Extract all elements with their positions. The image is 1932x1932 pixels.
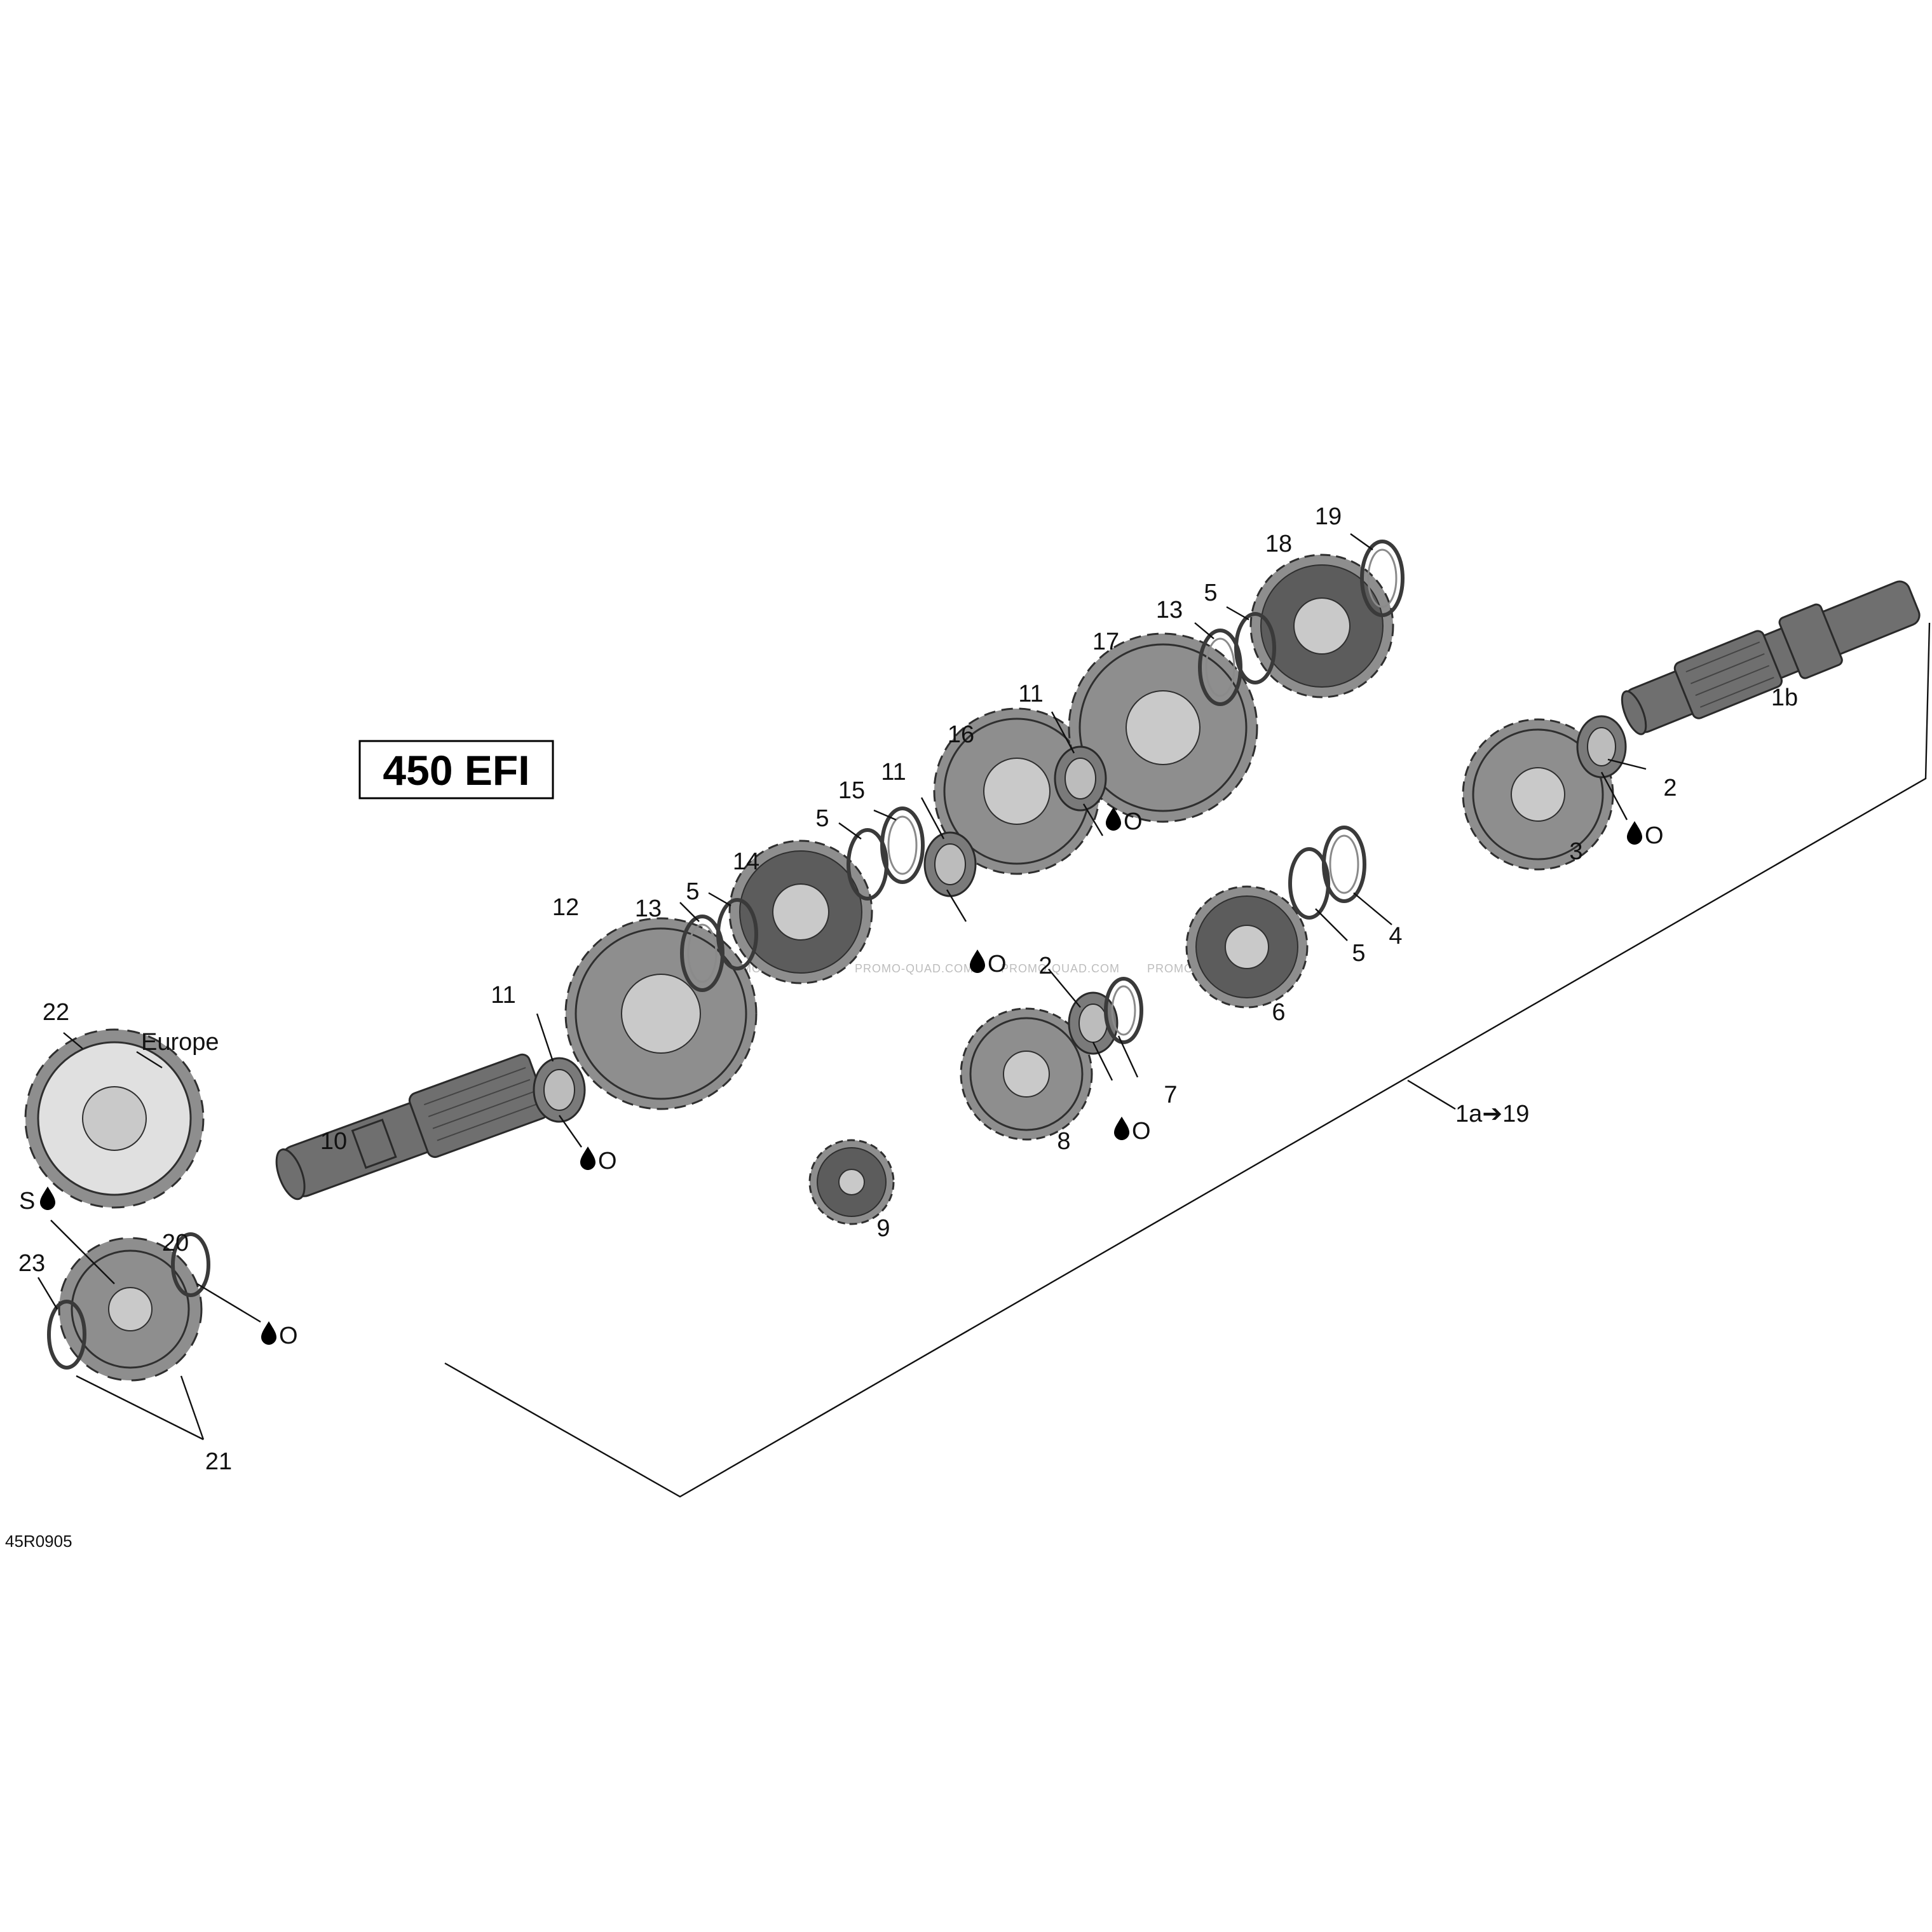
gear-18: [1249, 554, 1394, 698]
label-4: 4: [1389, 923, 1402, 949]
label-2-right: 2: [1663, 775, 1677, 801]
oil-marker-3: O: [1106, 807, 1143, 835]
oil-drop-icon: [40, 1187, 55, 1210]
label-kit: 1a➔19: [1455, 1101, 1529, 1127]
gear-16: [933, 707, 1101, 875]
oil-drop-icon: [1627, 821, 1642, 845]
gear-8: [960, 1007, 1093, 1141]
washer-20: [171, 1232, 210, 1297]
leader-lines: [37, 533, 1647, 1441]
label-10: 10: [320, 1128, 347, 1155]
washer-15: [880, 806, 925, 884]
label-18: 18: [1265, 531, 1292, 557]
gear-9: [808, 1139, 895, 1225]
label-7: 7: [1164, 1082, 1177, 1108]
label-5-upper: 5: [1204, 580, 1217, 606]
gear-14: [728, 840, 873, 984]
svg-text:O: O: [1645, 822, 1664, 849]
oil-marker-2: O: [970, 949, 1007, 977]
label-22: 22: [43, 999, 69, 1026]
sprocket-21: [58, 1237, 203, 1382]
label-12: 12: [552, 894, 579, 921]
label-3: 3: [1569, 838, 1582, 865]
label-16: 16: [948, 721, 974, 748]
label-11-middle: 11: [881, 759, 906, 786]
label-14: 14: [733, 848, 759, 875]
gear-6: [1185, 885, 1309, 1009]
bushing-11-lower: [533, 1057, 586, 1123]
circlip-5-lower: [716, 898, 758, 970]
label-21: 21: [205, 1448, 232, 1475]
svg-text:O: O: [988, 951, 1007, 977]
sealant-marker: S: [19, 1187, 55, 1214]
bushing-11-middle: [923, 831, 977, 897]
washer-19: [1360, 540, 1405, 617]
label-2-center: 2: [1038, 953, 1052, 979]
label-8: 8: [1057, 1128, 1070, 1155]
label-13-lower: 13: [635, 895, 662, 922]
svg-text:O: O: [598, 1148, 617, 1174]
washer-7: [1104, 977, 1143, 1044]
gear-12: [564, 917, 758, 1110]
svg-text:O: O: [1132, 1118, 1151, 1145]
label-23: 23: [18, 1250, 45, 1277]
oil-marker-1: O: [580, 1146, 617, 1174]
label-5-middle: 5: [815, 805, 829, 832]
model-title: 450 EFI: [383, 747, 529, 794]
gear-3: [1462, 718, 1614, 871]
label-19: 19: [1315, 503, 1342, 530]
kit-bracket: [444, 622, 1931, 1498]
label-20: 20: [162, 1230, 189, 1256]
oil-drop-icon: [1114, 1117, 1129, 1140]
watermark-2: PROMO-QUAD.COM: [855, 962, 974, 975]
label-9: 9: [876, 1215, 890, 1242]
oil-marker-6: O: [261, 1321, 298, 1349]
model-title-box: 450 EFI: [358, 740, 554, 799]
label-11-upper: 11: [1018, 681, 1043, 707]
label-13-upper: 13: [1156, 597, 1183, 623]
circlip-23: [47, 1300, 86, 1370]
label-11-lower: 11: [491, 982, 515, 1009]
svg-text:S: S: [19, 1188, 35, 1214]
label-6: 6: [1272, 999, 1285, 1026]
label-5-right: 5: [1352, 940, 1365, 967]
label-1b: 1b: [1771, 684, 1798, 711]
part-labels: 19 18 13 5 17 1b 11 16 2 11 15 5 3 14 5 …: [18, 503, 1798, 1475]
shaft-10: [275, 1053, 549, 1201]
bushing-2-right: [1576, 715, 1627, 779]
bushing-11-upper: [1054, 745, 1107, 812]
oil-drop-icon: [970, 949, 985, 973]
svg-text:O: O: [279, 1323, 298, 1349]
label-17: 17: [1092, 629, 1119, 655]
oil-marker-5: O: [1114, 1117, 1151, 1145]
oil-marker-4: O: [1627, 821, 1664, 849]
washer-4: [1322, 826, 1366, 903]
label-europe: Europe: [141, 1029, 219, 1056]
label-5-lower: 5: [686, 878, 699, 905]
oil-drop-icon: [580, 1146, 595, 1170]
oil-drop-icon: [261, 1321, 276, 1345]
svg-text:O: O: [1124, 808, 1143, 835]
watermark-3: PROMO-QUAD.COM: [1001, 962, 1120, 975]
diagram-code: 45R0905: [5, 1532, 72, 1551]
shaft-1b: [1621, 580, 1921, 735]
circlip-5-upper: [1234, 612, 1276, 684]
label-15: 15: [838, 777, 865, 804]
sprocket-22: [24, 1028, 205, 1209]
